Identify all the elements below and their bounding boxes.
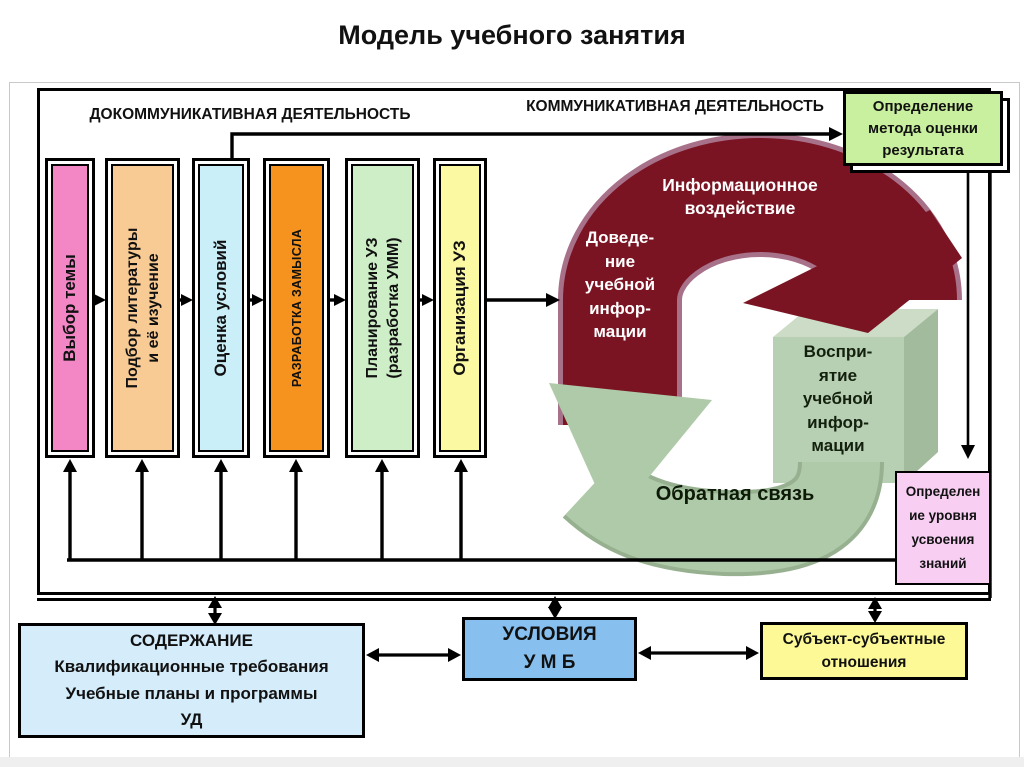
bar-label: Планирование УЗ (разработка УММ) <box>363 237 402 379</box>
connector-conditions-subject <box>638 646 759 660</box>
bar-label: Организация УЗ <box>450 240 469 376</box>
bar-label: Подбор литературы и её изучение <box>123 227 162 389</box>
connector-content-conditions <box>366 648 461 662</box>
slide-bottom-margin <box>0 757 1024 767</box>
feedback-arrow-head <box>549 383 712 522</box>
connector-frame-conditions <box>548 596 562 619</box>
connector-frame-subject <box>868 597 882 623</box>
bar-lesson-organization: Организация УЗ <box>433 158 487 458</box>
method-of-result-evaluation-box: Определение метода оценки результата <box>843 91 1003 166</box>
label-precommunicative-activity: ДОКОММУНИКАТИВНАЯ ДЕЯТЕЛЬНОСТЬ <box>89 106 411 123</box>
connector-frame-content <box>208 596 222 625</box>
perception-label: Воспри- ятие учебной инфор- мации <box>802 342 874 455</box>
subject-subject-relations-box: Субъект-субъектные отношения <box>760 622 968 680</box>
bar-label: Выбор темы <box>60 254 79 362</box>
bar-label: Оценка условий <box>211 239 230 377</box>
connector-method-to-level <box>961 166 975 459</box>
perception-box-side-face <box>904 309 938 483</box>
diagram-frame-bottom-double-line <box>37 598 991 601</box>
connector-plan-to-method <box>230 127 843 158</box>
page-title: Модель учебного занятия <box>338 20 686 50</box>
content-box: СОДЕРЖАНИЕ Квалификационные требования У… <box>18 623 365 738</box>
bar-conditions-assessment: Оценка условий <box>192 158 250 458</box>
conditions-umb-box: УСЛОВИЯ У М Б <box>462 617 637 681</box>
impact-arrow-label: Информационное воздействие <box>662 175 818 218</box>
perception-box-front-face <box>773 337 904 483</box>
bar-concept-development: РАЗРАБОТКА ЗАМЫСЛА <box>263 158 330 458</box>
bar-label: РАЗРАБОТКА ЗАМЫСЛА <box>289 228 304 388</box>
knowledge-level-box: Определен ие уровня усвоения знаний <box>895 471 991 585</box>
bar-literature-selection: Подбор литературы и её изучение <box>105 158 180 458</box>
feedback-label: Обратная связь <box>655 483 815 505</box>
impact-arrow-head <box>743 210 962 333</box>
bar-topic-selection: Выбор темы <box>45 158 95 458</box>
label-communicative-activity: КОММУНИКАТИВНАЯ ДЕЯТЕЛЬНОСТЬ <box>526 98 824 115</box>
connector-feedback-bus <box>63 459 895 562</box>
delivery-label: Доведе- ние учебной инфор- мации <box>584 228 656 341</box>
bar-lesson-planning: Планирование УЗ (разработка УММ) <box>345 158 420 458</box>
